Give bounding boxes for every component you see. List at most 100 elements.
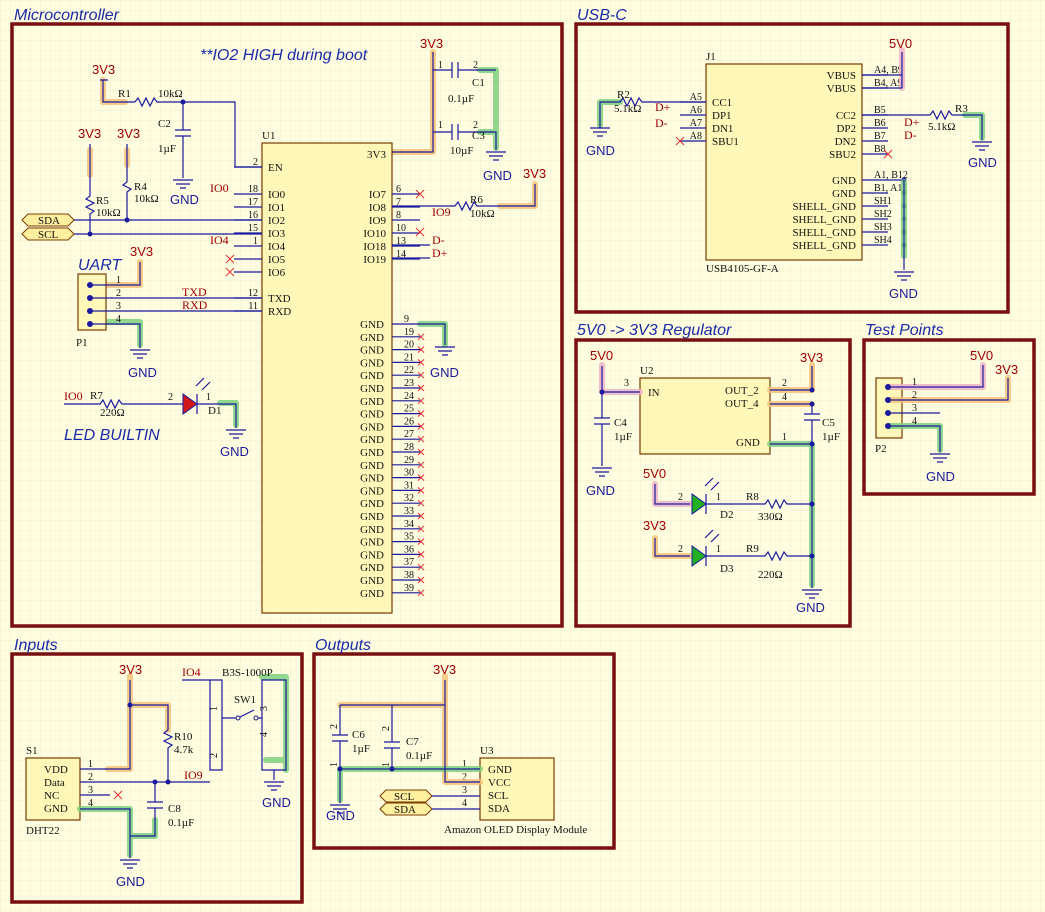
- u3-pin-sda: SDA: [488, 803, 510, 815]
- u1-gnd-num-21: 39: [404, 583, 414, 594]
- d1-pin2: 2: [168, 392, 173, 403]
- u1-left-en-num-0: 2: [253, 157, 258, 168]
- j1-right-name-10: SHELL_GND: [792, 227, 856, 239]
- u2-pin-gnd: GND: [736, 437, 760, 449]
- gnd-symbol-tp: [930, 453, 950, 463]
- block-title-outputs: Outputs: [315, 637, 371, 654]
- u2-body[interactable]: [639, 377, 771, 455]
- j1-right-name-5: SBU2: [829, 149, 856, 161]
- u1-left-io-nc-b-6: [225, 267, 235, 277]
- block-inputs[interactable]: [10, 652, 304, 904]
- block-testpoints[interactable]: [862, 338, 1036, 496]
- r10-value: 4.7k: [174, 744, 194, 756]
- u1-right-io-num-1: 7: [396, 197, 401, 208]
- c8-value: 0.1µF: [168, 817, 194, 829]
- u1-gnd-name-9: GND: [360, 434, 384, 446]
- j1-right-name-7: GND: [832, 188, 856, 200]
- u2-num-in: 3: [624, 378, 629, 389]
- r5-value: 10kΩ: [96, 207, 121, 219]
- wire-5v-d2: [654, 484, 690, 505]
- wire-d1-gnd: [196, 394, 237, 428]
- netlabel-scl-oled-tag[interactable]: [379, 789, 433, 803]
- c4-value: 1µF: [614, 431, 632, 443]
- d1-ref: D1: [208, 405, 221, 417]
- p1-pin2-num: 2: [116, 288, 121, 299]
- u1-gnd-name-10: GND: [360, 447, 384, 459]
- wire-sda-scl: [72, 219, 262, 235]
- d3-body[interactable]: [691, 545, 707, 567]
- u1-gnd-num-16: 34: [404, 519, 414, 530]
- block-usbc[interactable]: [574, 22, 1010, 314]
- j1-right-num-1: B4, A9: [874, 78, 902, 89]
- d2-pin1: 1: [716, 492, 721, 503]
- u1-left-io-num-1: 17: [248, 197, 258, 208]
- c2-value: 1µF: [158, 143, 176, 155]
- c7-value: 0.1µF: [406, 750, 432, 762]
- netlabel-sda-tag[interactable]: [21, 213, 75, 227]
- s1-body[interactable]: [25, 757, 81, 821]
- u1-body[interactable]: [261, 142, 393, 614]
- junction-sda: [124, 217, 130, 223]
- u2-pin-out4: OUT_4: [725, 398, 759, 410]
- u1-gnd-nc-b-10: [417, 448, 425, 456]
- junction-c7: [389, 766, 395, 772]
- u1-gnd-nc-b-21: [417, 589, 425, 597]
- u1-right-io-num-0: 6: [396, 184, 401, 195]
- s1-pin-nc: NC: [44, 790, 59, 802]
- u1-gnd-nc-b-20: [417, 576, 425, 584]
- u1-right-io-name-1: IO8: [369, 202, 387, 214]
- u1-gnd-num-12: 30: [404, 468, 414, 479]
- sw1-contact-a: [235, 715, 241, 721]
- c2-body: [175, 102, 191, 178]
- u1-gnd-num-5: 23: [404, 378, 414, 389]
- j1-right-num-6: A1, B12: [874, 170, 908, 181]
- u1-gnd-name-15: GND: [360, 511, 384, 523]
- block-regulator[interactable]: [574, 338, 852, 628]
- j1-right-num-3: B6: [874, 118, 886, 129]
- netlabel-sda-oled-tag[interactable]: [379, 802, 433, 816]
- u3-pin-scl: SCL: [488, 790, 508, 802]
- d1-body[interactable]: [182, 393, 198, 415]
- sw1-body[interactable]: [182, 679, 287, 771]
- u1-gnd-name-4: GND: [360, 370, 384, 382]
- r5-ref: R5: [96, 195, 109, 207]
- p1-pin1-num: 1: [116, 275, 121, 286]
- junction-dht-3v3: [127, 702, 133, 708]
- u3-body[interactable]: [479, 757, 555, 821]
- junction-c8: [152, 779, 158, 785]
- pwr-3v3-d3: 3V3: [643, 518, 666, 533]
- netlabel-scl-tag[interactable]: [21, 227, 75, 241]
- r2-ref: R2: [617, 89, 630, 101]
- s1-num1: 1: [88, 759, 93, 770]
- pwr-3v3-uart: 3V3: [130, 244, 153, 259]
- pwr-5v0-tp: 5V0: [970, 348, 993, 363]
- block-microcontroller[interactable]: [10, 22, 564, 628]
- j1-body[interactable]: [705, 63, 863, 261]
- u1-gnd-nc-b-2: [417, 346, 425, 353]
- u1-right-nc-b-0: [415, 189, 425, 199]
- gnd-label-c4: GND: [586, 483, 615, 498]
- pwr-3v3-tp: 3V3: [995, 362, 1018, 377]
- u1-left-io-num-0: 18: [248, 184, 258, 195]
- c3-pin1: 1: [438, 120, 443, 131]
- junction-d3: [809, 553, 815, 559]
- c2-ref: C2: [158, 118, 171, 130]
- p1-body[interactable]: [77, 273, 107, 331]
- u1-left-io-num-2: 16: [248, 210, 258, 221]
- d2-body[interactable]: [691, 493, 707, 515]
- u1-left-io-name-3: IO3: [268, 228, 286, 240]
- c1-body: [433, 62, 496, 78]
- j1-right-num-11: SH4: [874, 235, 892, 246]
- block-title-inputs: Inputs: [14, 637, 58, 654]
- j1-right-num-9: SH2: [874, 209, 892, 220]
- wire-vbus: [862, 52, 903, 89]
- u1-left-io-num-3: 15: [248, 223, 258, 234]
- wire-en: [157, 101, 262, 168]
- p2-pin3-num: 3: [912, 403, 917, 414]
- r9-value: 220Ω: [758, 569, 783, 581]
- block-outputs[interactable]: [312, 652, 616, 850]
- u1-left-io-name-5: IO5: [268, 254, 286, 266]
